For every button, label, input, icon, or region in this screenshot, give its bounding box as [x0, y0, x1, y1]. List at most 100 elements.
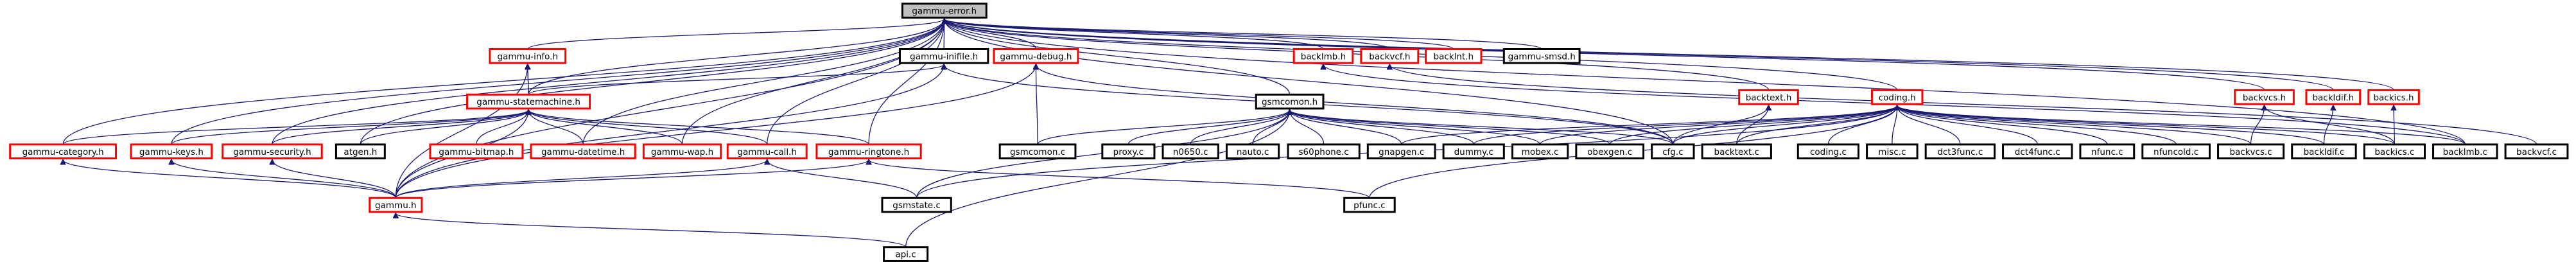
node-dummy-c[interactable]: dummy.c [1442, 143, 1505, 160]
node-box[interactable] [815, 143, 922, 160]
node-backvcs-h[interactable]: backvcs.h [2234, 89, 2295, 105]
node-misc-c[interactable]: misc.c [1866, 143, 1919, 160]
node-box[interactable] [1738, 89, 1799, 105]
node-box[interactable] [2432, 143, 2498, 160]
node-box[interactable] [2363, 143, 2426, 160]
node-proxy-c[interactable]: proxy.c [1101, 143, 1156, 160]
node-gsmcomon-c[interactable]: gsmcomon.c [998, 143, 1077, 160]
node-box[interactable] [1343, 197, 1396, 213]
node-gammu-security-h[interactable]: gammu-security.h [222, 143, 323, 160]
node-backvcs-c[interactable]: backvcs.c [2217, 143, 2285, 160]
node-box[interactable] [1511, 143, 1569, 160]
node-backldif-h[interactable]: backldif.h [2305, 89, 2362, 105]
node-box[interactable] [1575, 143, 1645, 160]
node-gammu-h[interactable]: gammu.h [369, 197, 423, 213]
node-box[interactable] [1225, 143, 1280, 160]
node-box[interactable] [2367, 89, 2420, 105]
node-box[interactable] [726, 143, 808, 160]
node-backtext-h[interactable]: backtext.h [1738, 89, 1799, 105]
node-box[interactable] [1366, 143, 1436, 160]
node-backldif-c[interactable]: backldif.c [2291, 143, 2357, 160]
node-gammu-debug-h[interactable]: gammu-debug.h [993, 48, 1079, 64]
node-backvcf-h[interactable]: backvcf.h [1360, 48, 1420, 64]
node-box[interactable] [2002, 143, 2073, 160]
node-box[interactable] [1924, 143, 1996, 160]
node-box[interactable] [489, 48, 567, 64]
node-coding-c[interactable]: coding.c [1797, 143, 1860, 160]
node-box[interactable] [1162, 143, 1219, 160]
node-gammu-info-h[interactable]: gammu-info.h [489, 48, 567, 64]
node-box[interactable] [883, 246, 929, 262]
node-gammu-smsd-h[interactable]: gammu-smsd.h [1502, 48, 1581, 64]
node-gammu-error-h[interactable]: gammu-error.h [901, 3, 988, 19]
node-box[interactable] [1502, 48, 1581, 64]
node-box[interactable] [2291, 143, 2357, 160]
node-backlmb-c[interactable]: backlmb.c [2432, 143, 2498, 160]
node-box[interactable] [9, 143, 117, 160]
node-box[interactable] [466, 93, 591, 110]
node-box[interactable] [993, 48, 1079, 64]
node-box[interactable] [1287, 143, 1361, 160]
node-dct4func-c[interactable]: dct4func.c [2002, 143, 2073, 160]
node-box[interactable] [2504, 143, 2569, 160]
node-box[interactable] [1797, 143, 1860, 160]
node-gammu-datetime-h[interactable]: gammu-datetime.h [530, 143, 636, 160]
node-n0650-c[interactable]: n0650.c [1162, 143, 1219, 160]
node-gammu-keys-h[interactable]: gammu-keys.h [130, 143, 213, 160]
node-box[interactable] [2217, 143, 2285, 160]
node-box[interactable] [2079, 143, 2136, 160]
node-box[interactable] [881, 197, 952, 213]
node-gammu-statemachine-h[interactable]: gammu-statemachine.h [466, 93, 591, 110]
node-box[interactable] [898, 48, 989, 64]
node-box[interactable] [429, 143, 524, 160]
node-box[interactable] [1292, 48, 1354, 64]
node-gammu-inifile-h[interactable]: gammu-inifile.h [898, 48, 989, 64]
node-backlnt-h[interactable]: backlnt.h [1425, 48, 1483, 64]
node-box[interactable] [130, 143, 213, 160]
node-box[interactable] [998, 143, 1077, 160]
node-box[interactable] [1870, 89, 1924, 105]
node-s60phone-c[interactable]: s60phone.c [1287, 143, 1361, 160]
node-coding-h[interactable]: coding.h [1870, 89, 1924, 105]
node-api-c[interactable]: api.c [883, 246, 929, 262]
node-box[interactable] [335, 143, 386, 160]
node-gammu-ringtone-h[interactable]: gammu-ringtone.h [815, 143, 922, 160]
node-pfunc-c[interactable]: pfunc.c [1343, 197, 1396, 213]
node-box[interactable] [530, 143, 636, 160]
node-box[interactable] [1701, 143, 1772, 160]
node-gammu-bitmap-h[interactable]: gammu-bitmap.h [429, 143, 524, 160]
node-mobex-c[interactable]: mobex.c [1511, 143, 1569, 160]
node-box[interactable] [1101, 143, 1156, 160]
node-gsmstate-c[interactable]: gsmstate.c [881, 197, 952, 213]
node-box[interactable] [222, 143, 323, 160]
node-backics-c[interactable]: backics.c [2363, 143, 2426, 160]
node-box[interactable] [369, 197, 423, 213]
node-box[interactable] [1866, 143, 1919, 160]
node-dct3func-c[interactable]: dct3func.c [1924, 143, 1996, 160]
node-nfunc-c[interactable]: nfunc.c [2079, 143, 2136, 160]
node-box[interactable] [2234, 89, 2295, 105]
node-gsmcomon-h[interactable]: gsmcomon.h [1255, 93, 1325, 110]
node-backtext-c[interactable]: backtext.c [1701, 143, 1772, 160]
node-box[interactable] [1651, 143, 1695, 160]
node-box[interactable] [2305, 89, 2362, 105]
node-atgen-h[interactable]: atgen.h [335, 143, 386, 160]
node-box[interactable] [1425, 48, 1483, 64]
node-box[interactable] [901, 3, 988, 19]
node-backvcf-c[interactable]: backvcf.c [2504, 143, 2569, 160]
node-backics-h[interactable]: backics.h [2367, 89, 2420, 105]
node-box[interactable] [642, 143, 722, 160]
node-cfg-c[interactable]: cfg.c [1651, 143, 1695, 160]
node-backlmb-h[interactable]: backlmb.h [1292, 48, 1354, 64]
node-gammu-category-h[interactable]: gammu-category.h [9, 143, 117, 160]
node-nfuncold-c[interactable]: nfuncold.c [2141, 143, 2211, 160]
node-gnapgen-c[interactable]: gnapgen.c [1366, 143, 1436, 160]
node-gammu-call-h[interactable]: gammu-call.h [726, 143, 808, 160]
node-box[interactable] [1360, 48, 1420, 64]
node-box[interactable] [2141, 143, 2211, 160]
node-nauto-c[interactable]: nauto.c [1225, 143, 1280, 160]
node-gammu-wap-h[interactable]: gammu-wap.h [642, 143, 722, 160]
node-box[interactable] [1442, 143, 1505, 160]
node-obexgen-c[interactable]: obexgen.c [1575, 143, 1645, 160]
node-box[interactable] [1255, 93, 1325, 110]
